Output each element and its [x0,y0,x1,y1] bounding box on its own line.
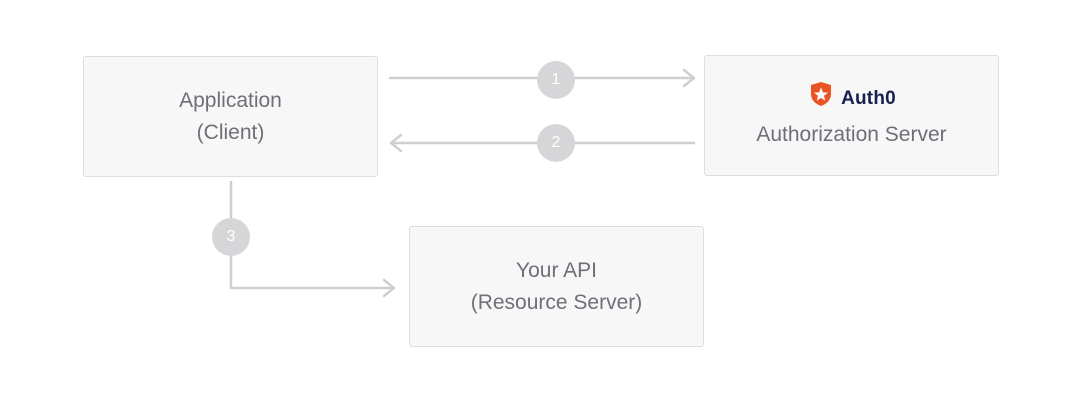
node-label-line2: (Client) [196,120,265,144]
brand-name: Auth0 [841,88,896,109]
arrowhead-2 [389,133,403,153]
auth0-shield-icon [807,80,835,118]
arrow-client-to-api [229,180,396,290]
resource-server-node: Your API (Resource Server) [409,226,704,347]
auth0-brand: Auth0 [807,80,896,118]
application-client-node: Application (Client) [83,56,378,177]
node-label-line1: Your API [516,258,597,282]
step-badge-2: 2 [537,124,575,162]
step-badge-1: 1 [537,61,575,99]
authorization-server-node: Auth0 Authorization Server [704,55,999,176]
node-label-line1: Authorization Server [756,123,947,146]
node-label-line1: Application [179,88,282,112]
arrowhead-3 [382,278,396,298]
node-label-line2: (Resource Server) [470,290,643,314]
step-badge-3: 3 [212,218,250,256]
arrowhead-1 [682,68,696,88]
